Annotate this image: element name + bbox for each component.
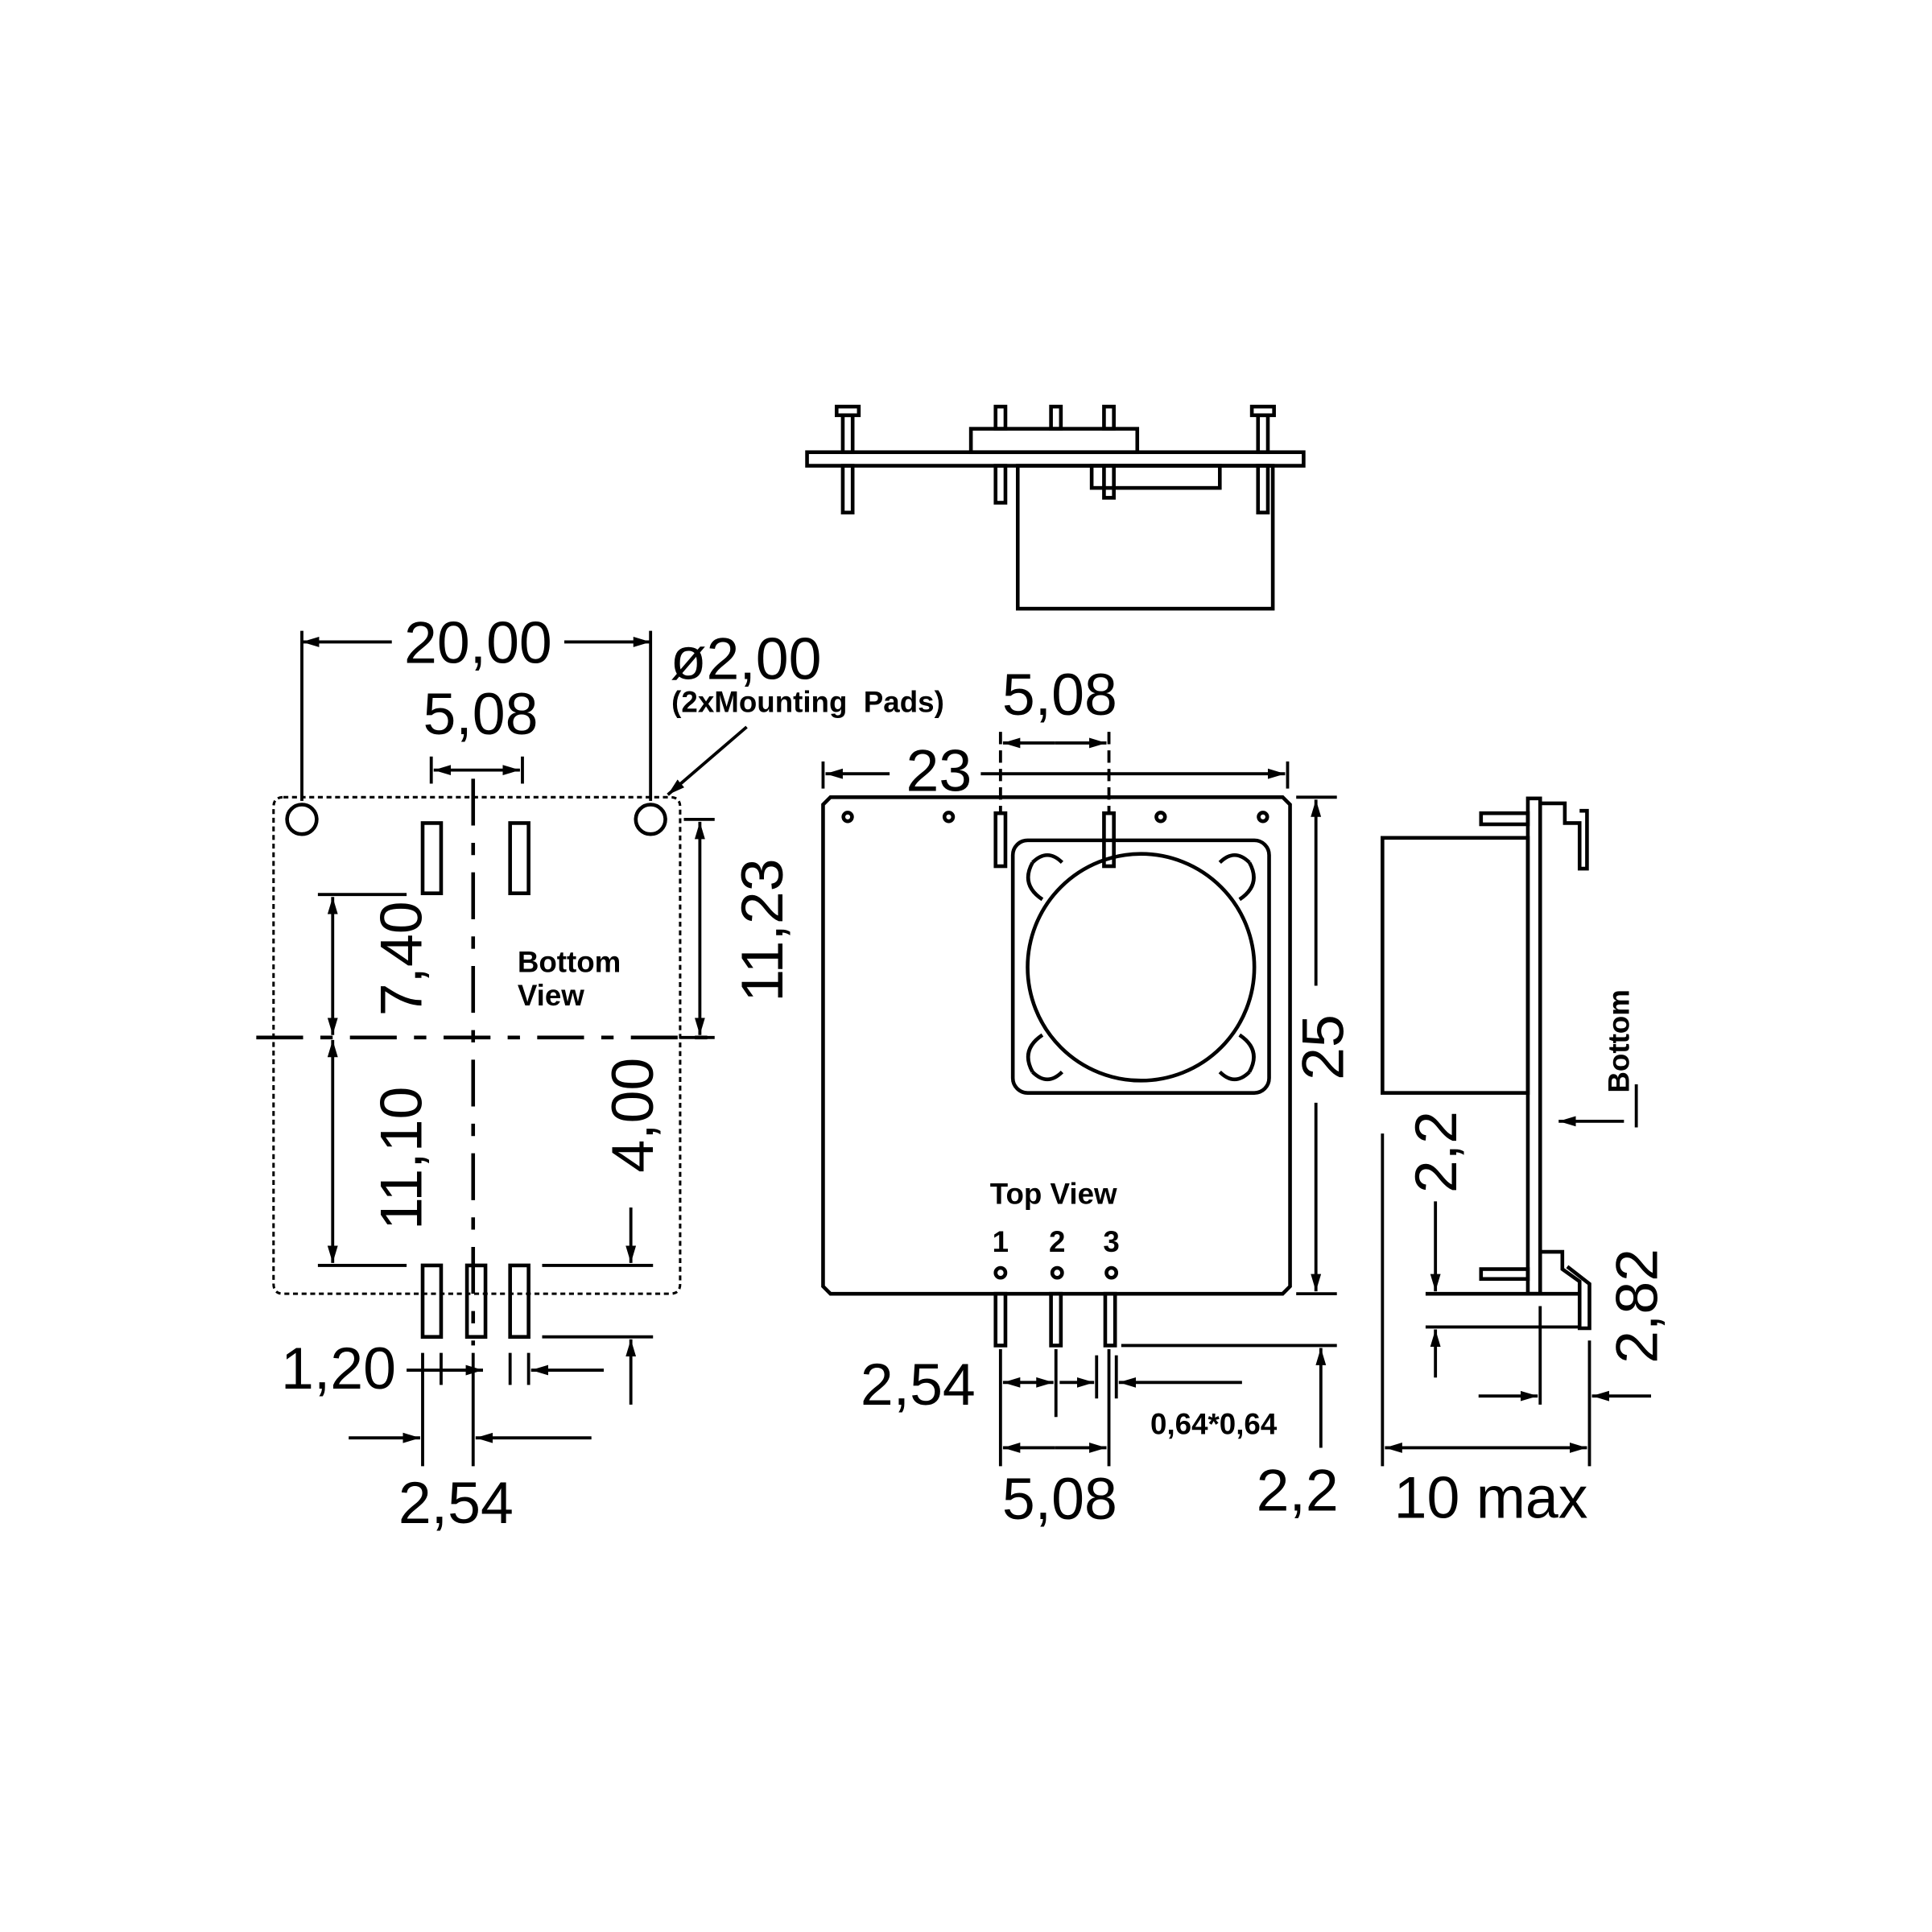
bottom-view: Bottom View 20,00 5,08 ø2,00 (2xMounting…	[256, 609, 944, 1536]
dim-2-54-top-view: 2,54	[861, 1351, 976, 1418]
dim-23: 23	[906, 737, 972, 804]
side-bottom-label: Bottom	[1602, 989, 1635, 1092]
pin-3	[1103, 1291, 1117, 1348]
mounting-pad-right	[634, 803, 667, 836]
pin-number-2: 2	[1049, 1225, 1065, 1258]
side-view-pins	[834, 404, 1276, 515]
fan-circle	[1026, 852, 1257, 1083]
pin-1	[993, 1291, 1008, 1348]
bottom-view-label-2: View	[518, 979, 584, 1012]
pin-2	[1049, 1291, 1063, 1348]
dim-4-00: 4,00	[599, 1058, 666, 1173]
dim-5-08-pin-span: 5,08	[1002, 1465, 1117, 1532]
dim-2-82: 2,82	[1604, 1249, 1670, 1364]
mounting-pads-note: (2xMounting Pads)	[671, 686, 944, 719]
pad	[464, 1263, 488, 1340]
pad	[508, 821, 530, 895]
dim-2-54-bottom: 2,54	[398, 1469, 514, 1536]
bottom-view-label: Bottom	[518, 946, 621, 979]
dim-11-10: 11,10	[367, 1087, 434, 1230]
pin-number-3: 3	[1103, 1225, 1119, 1258]
dim-20-00: 20,00	[404, 609, 552, 675]
dim-hole-diameter: ø2,00	[671, 625, 822, 691]
dim-2-2-pin: 2,2	[1257, 1457, 1339, 1524]
pad	[420, 1263, 444, 1340]
dim-5-08-top: 5,08	[423, 680, 538, 747]
dim-pin-size: 0,64*0,64	[1150, 1408, 1278, 1441]
dim-5-08-top-view: 5,08	[1002, 661, 1117, 728]
dim-25: 25	[1289, 1014, 1356, 1080]
dim-10-max: 10 max	[1394, 1464, 1588, 1531]
top-view-label: Top View	[990, 1177, 1117, 1210]
pad	[508, 1263, 530, 1340]
pin-number-1: 1	[993, 1225, 1009, 1258]
fan-frame	[1010, 838, 1271, 1095]
dim-11-23: 11,23	[729, 858, 795, 1001]
side-view-top	[805, 404, 1306, 611]
dim-7-40: 7,40	[367, 901, 434, 1016]
mounting-pad-left	[285, 803, 319, 836]
dim-1-20: 1,20	[281, 1335, 396, 1402]
dim-2-2-side: 2,2	[1402, 1111, 1469, 1193]
side-view: Bottom 2,2 2,82 10 max	[1381, 796, 1670, 1531]
top-view: Top View 1 2 3 23 5,08 25 2,54 5,08 0,6	[821, 661, 1356, 1532]
pad	[420, 821, 444, 895]
